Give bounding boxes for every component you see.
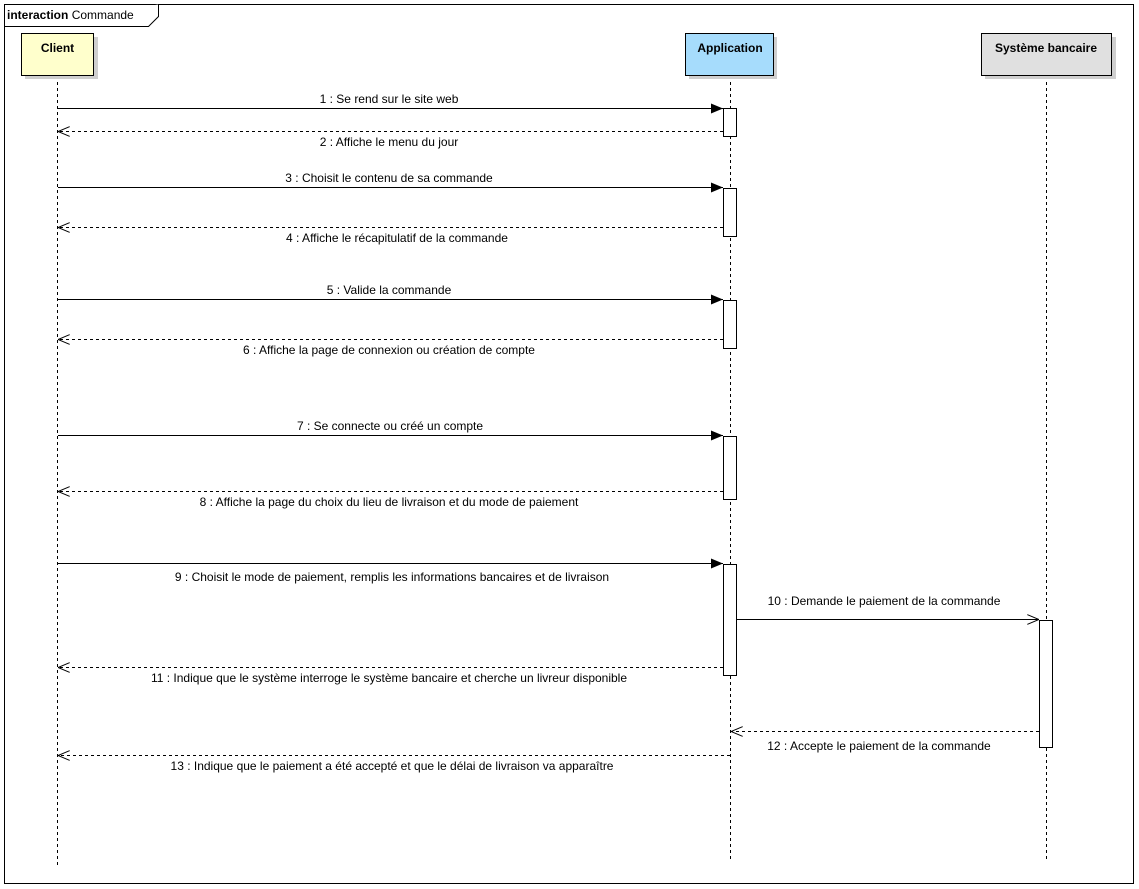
message-6-label: 6 : Affiche la page de connexion ou créa…: [243, 343, 535, 357]
lifeline-bank-label: Système bancaire: [995, 41, 1097, 55]
message-11[interactable]: 11 : Indique que le système interroge le…: [58, 668, 723, 686]
message-6[interactable]: 6 : Affiche la page de connexion ou créa…: [58, 340, 723, 358]
lifeline-client-label: Client: [41, 41, 74, 55]
frame-label-tab: [4, 4, 159, 27]
lifeline-application-label: Application: [697, 41, 762, 55]
lifeline-client-head[interactable]: [21, 33, 94, 76]
message-10[interactable]: 10 : Demande le paiement de la commande: [737, 594, 1039, 620]
message-7-label: 7 : Se connecte ou créé un compte: [297, 419, 483, 433]
message-3-label: 3 : Choisit le contenu de sa commande: [285, 171, 493, 185]
lifeline-application[interactable]: Application: [685, 33, 778, 80]
message-9[interactable]: 9 : Choisit le mode de paiement, remplis…: [58, 558, 723, 585]
message-1-label: 1 : Se rend sur le site web: [320, 92, 459, 106]
message-4[interactable]: 4 : Affiche le récapitulatif de la comma…: [58, 228, 723, 246]
message-8[interactable]: 8 : Affiche la page du choix du lieu de …: [58, 492, 723, 510]
message-12-label: 12 : Accepte le paiement de la commande: [767, 739, 991, 753]
message-2-label: 2 : Affiche le menu du jour: [320, 135, 459, 149]
message-11-label: 11 : Indique que le système interroge le…: [151, 671, 627, 685]
message-1[interactable]: 1 : Se rend sur le site web: [58, 92, 723, 114]
frame-title: interaction Commande: [7, 8, 134, 22]
activation-bar[interactable]: [723, 300, 737, 349]
activation-bar[interactable]: [723, 188, 737, 237]
message-13[interactable]: 13 : Indique que le paiement a été accep…: [58, 756, 730, 774]
message-12[interactable]: 12 : Accepte le paiement de la commande: [731, 732, 1039, 754]
message-13-label: 13 : Indique que le paiement a été accep…: [171, 759, 614, 773]
activation-bar[interactable]: [723, 108, 737, 137]
activation-bar[interactable]: [723, 436, 737, 500]
lifeline-bank-head[interactable]: [981, 33, 1112, 76]
lifeline-bank[interactable]: Système bancaire: [981, 33, 1117, 80]
message-5-label: 5 : Valide la commande: [327, 283, 452, 297]
interaction-frame: [4, 4, 1134, 884]
message-8-label: 8 : Affiche la page du choix du lieu de …: [200, 495, 579, 509]
message-2[interactable]: 2 : Affiche le menu du jour: [58, 132, 723, 150]
message-4-label: 4 : Affiche le récapitulatif de la comma…: [286, 231, 508, 245]
frame-name: Commande: [72, 8, 134, 22]
message-7[interactable]: 7 : Se connecte ou créé un compte: [58, 419, 723, 441]
activation-bar[interactable]: [1039, 620, 1053, 748]
message-3[interactable]: 3 : Choisit le contenu de sa commande: [58, 171, 723, 193]
lifeline-application-head[interactable]: [685, 33, 774, 76]
message-9-label: 9 : Choisit le mode de paiement, remplis…: [175, 570, 609, 584]
message-5[interactable]: 5 : Valide la commande: [58, 283, 723, 305]
lifeline-client[interactable]: Client: [21, 33, 99, 80]
message-10-label: 10 : Demande le paiement de la commande: [768, 594, 1001, 608]
frame-keyword: interaction: [7, 8, 72, 22]
activation-bar[interactable]: [723, 564, 737, 676]
